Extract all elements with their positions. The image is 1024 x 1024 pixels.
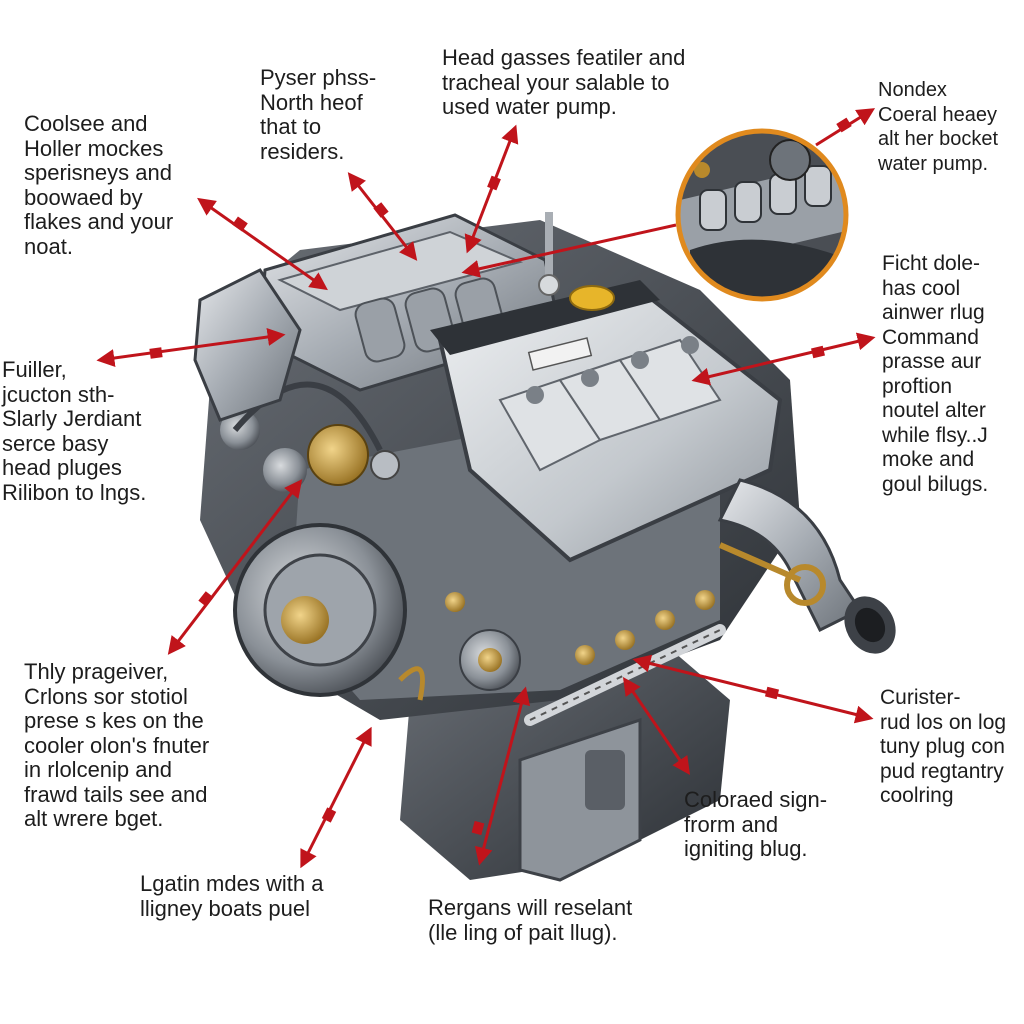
callout-bottom-right: Coloraed sign- frorm and igniting blug. [684,787,828,861]
inset-magnified-view [675,128,849,302]
callout-top-center-left: Pyser phss- North heof that to residers. [260,65,377,164]
callout-top-left: Coolsee and Holler mockes sperisneys and… [24,111,174,259]
arrow-lower-right [632,654,874,724]
arrow-bottom-center [474,686,531,866]
callout-top-right: Nondex Coeral heaey alt her bocket water… [878,79,999,175]
callout-bottom-left: Lgatin mdes with a lligney boats puel [140,871,324,921]
arrow-lower-left [167,479,303,655]
callout-lower-right: Curister- rud los on log tuny plug con p… [880,686,1007,807]
arrow-bottom-right [622,677,691,775]
arrow-top-center-left [347,172,418,261]
callout-top-center: Head gasses featiler and tracheal your s… [442,45,686,119]
arrow-top-center [464,124,519,254]
callout-lower-left: Thly prageiver, Crlons sor stotiol prese… [24,659,210,831]
callout-mid-left: Fuiller, jcucton sth- Slarly Jerdiant se… [2,357,147,505]
oil-filler-cap [538,212,615,311]
arrow-bottom-left [300,726,372,869]
arrow-top-left [197,197,328,291]
arrow-mid-right [691,332,876,386]
arrow-mid-left [96,328,286,367]
fuel-rail [398,590,726,726]
callout-bottom-center: Rergans will reselant (lle ling of pait … [428,895,633,945]
arrow-inset-pointer [461,223,677,278]
exhaust-pipe [717,478,896,654]
callout-mid-right: Ficht dole- has cool ainwer rlug Command… [882,252,989,496]
